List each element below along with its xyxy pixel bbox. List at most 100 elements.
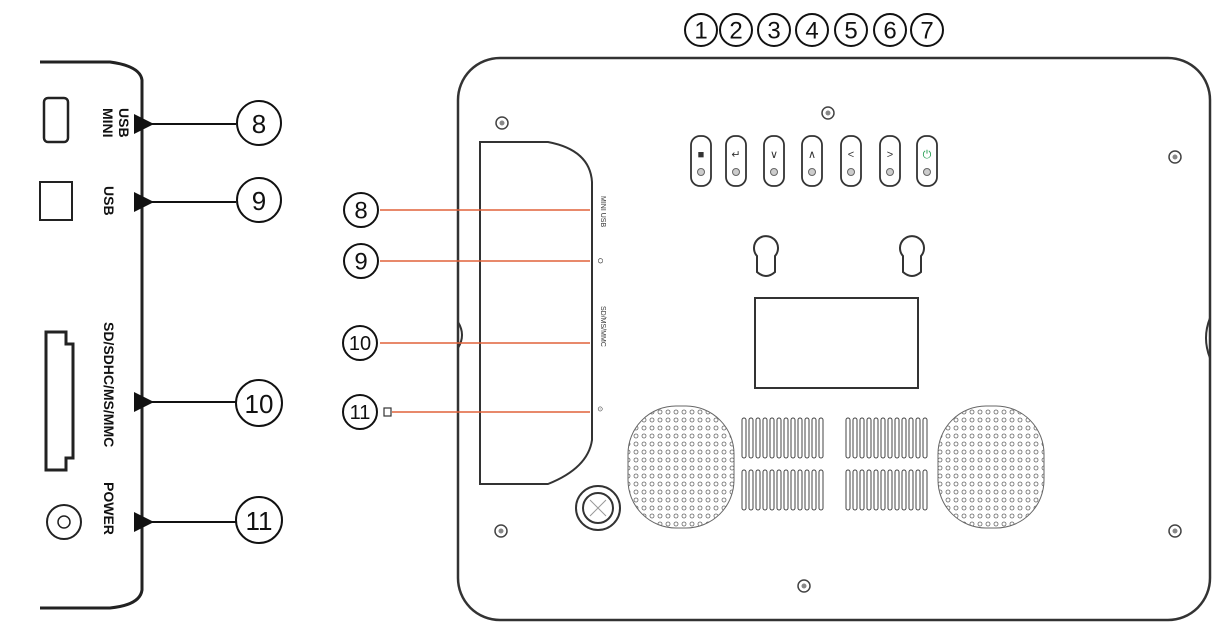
vent-slot bbox=[866, 417, 872, 459]
vent-slot bbox=[845, 469, 851, 511]
back-button-1[interactable]: ■ bbox=[690, 135, 712, 187]
side-callout-11: 11 bbox=[235, 496, 283, 544]
speaker-grille-left bbox=[627, 405, 735, 529]
vent-slot bbox=[755, 469, 761, 511]
vent-slot bbox=[776, 417, 782, 459]
vent-slot bbox=[776, 469, 782, 511]
top-callout-4: 4 bbox=[795, 13, 829, 47]
top-callout-3-number: 3 bbox=[767, 18, 780, 45]
vent-slot bbox=[797, 417, 803, 459]
vent-slot bbox=[811, 417, 817, 459]
vent-slot bbox=[915, 469, 921, 511]
side-callout-10-number: 10 bbox=[245, 389, 274, 419]
back-callout-10-number: 10 bbox=[349, 333, 371, 355]
back-button-2[interactable]: ↵ bbox=[725, 135, 747, 187]
card-slot-label: SD/SDHC/MS/MMC bbox=[101, 322, 117, 447]
vent-slot bbox=[748, 417, 754, 459]
vent-slot bbox=[783, 417, 789, 459]
back-callout-11-number: 11 bbox=[350, 402, 371, 424]
top-callout-5-number: 5 bbox=[844, 18, 857, 45]
vent-slot bbox=[873, 469, 879, 511]
screw-hole bbox=[821, 106, 835, 120]
vent-slot bbox=[783, 469, 789, 511]
side-callout-10: 10 bbox=[235, 379, 283, 427]
back-callout-8-number: 8 bbox=[354, 198, 367, 225]
vent-slot bbox=[790, 417, 796, 459]
side-callout-8-number: 8 bbox=[252, 109, 266, 139]
vent-slot bbox=[922, 469, 928, 511]
back-button-6-symbol: > bbox=[887, 149, 893, 161]
vent-slot bbox=[866, 469, 872, 511]
back-callout-9-number: 9 bbox=[354, 249, 367, 276]
mini-usb-label-line1: MINI bbox=[100, 108, 116, 138]
top-callout-3: 3 bbox=[757, 13, 791, 47]
port-bay bbox=[479, 141, 593, 485]
back-button-3[interactable]: ∨ bbox=[763, 135, 785, 187]
leader-11-marker bbox=[383, 407, 392, 417]
screw-hole bbox=[495, 116, 509, 130]
power-label: POWER bbox=[101, 482, 117, 535]
screw-hole bbox=[1168, 150, 1182, 164]
speaker-grille-right bbox=[937, 405, 1045, 529]
back-button-7-led bbox=[923, 168, 931, 176]
back-button-6[interactable]: > bbox=[879, 135, 901, 187]
top-callout-5: 5 bbox=[834, 13, 868, 47]
side-panel-outline bbox=[40, 60, 144, 610]
screw-holes bbox=[494, 106, 1182, 593]
vent-slot bbox=[762, 417, 768, 459]
vent-slot bbox=[797, 469, 803, 511]
screw-hole bbox=[797, 579, 811, 593]
vent-slot bbox=[811, 469, 817, 511]
vent-slot bbox=[804, 469, 810, 511]
vent-slot bbox=[880, 417, 886, 459]
vent-slot bbox=[859, 469, 865, 511]
back-button-2-led bbox=[732, 168, 740, 176]
back-button-5-led bbox=[847, 168, 855, 176]
vent-slot bbox=[845, 417, 851, 459]
top-callout-6-number: 6 bbox=[883, 18, 896, 45]
keyhole-right bbox=[899, 235, 925, 277]
left-bump bbox=[457, 321, 463, 349]
vent-slot bbox=[894, 417, 900, 459]
back-callout-8: 8 bbox=[343, 192, 379, 228]
back-callout-11: 11 bbox=[342, 394, 378, 430]
back-button-1-led bbox=[697, 168, 705, 176]
top-callout-1-number: 1 bbox=[694, 18, 707, 45]
back-button-4[interactable]: ∧ bbox=[801, 135, 823, 187]
side-callout-9-number: 9 bbox=[252, 186, 266, 216]
screw-hole bbox=[494, 524, 508, 538]
back-button-5[interactable]: < bbox=[840, 135, 862, 187]
back-button-7[interactable]: ⏻ bbox=[916, 135, 938, 187]
back-button-2-symbol: ↵ bbox=[731, 149, 740, 161]
top-callout-7: 7 bbox=[910, 13, 944, 47]
edge-label-power: ⊙ bbox=[596, 406, 603, 412]
vent-slot bbox=[894, 469, 900, 511]
mini-usb-port bbox=[42, 96, 70, 144]
back-button-5-symbol: < bbox=[848, 149, 854, 161]
vent-slot bbox=[908, 469, 914, 511]
top-callout-2-number: 2 bbox=[729, 18, 742, 45]
back-callout-10: 10 bbox=[342, 325, 378, 361]
power-jack-pin bbox=[57, 515, 71, 529]
keyhole-left bbox=[753, 235, 779, 277]
vent-slot bbox=[818, 417, 824, 459]
vent-slot bbox=[922, 417, 928, 459]
side-panel: MINI USB USB SD/SDHC/MS/MMC POWER 8 9 10 bbox=[39, 60, 283, 610]
vent-slot bbox=[818, 469, 824, 511]
vent-slot bbox=[908, 417, 914, 459]
top-callout-4-number: 4 bbox=[805, 18, 818, 45]
top-callout-1: 1 bbox=[684, 13, 718, 47]
vent-slot bbox=[769, 417, 775, 459]
label-plate bbox=[754, 297, 919, 389]
back-button-6-led bbox=[886, 168, 894, 176]
side-callout-11-number: 11 bbox=[246, 506, 273, 536]
back-button-4-symbol: ∧ bbox=[808, 149, 816, 161]
vent-slot bbox=[880, 469, 886, 511]
edge-label-usb: ⭘ bbox=[596, 258, 603, 264]
side-callout-8: 8 bbox=[236, 100, 282, 146]
vent-slot bbox=[915, 417, 921, 459]
